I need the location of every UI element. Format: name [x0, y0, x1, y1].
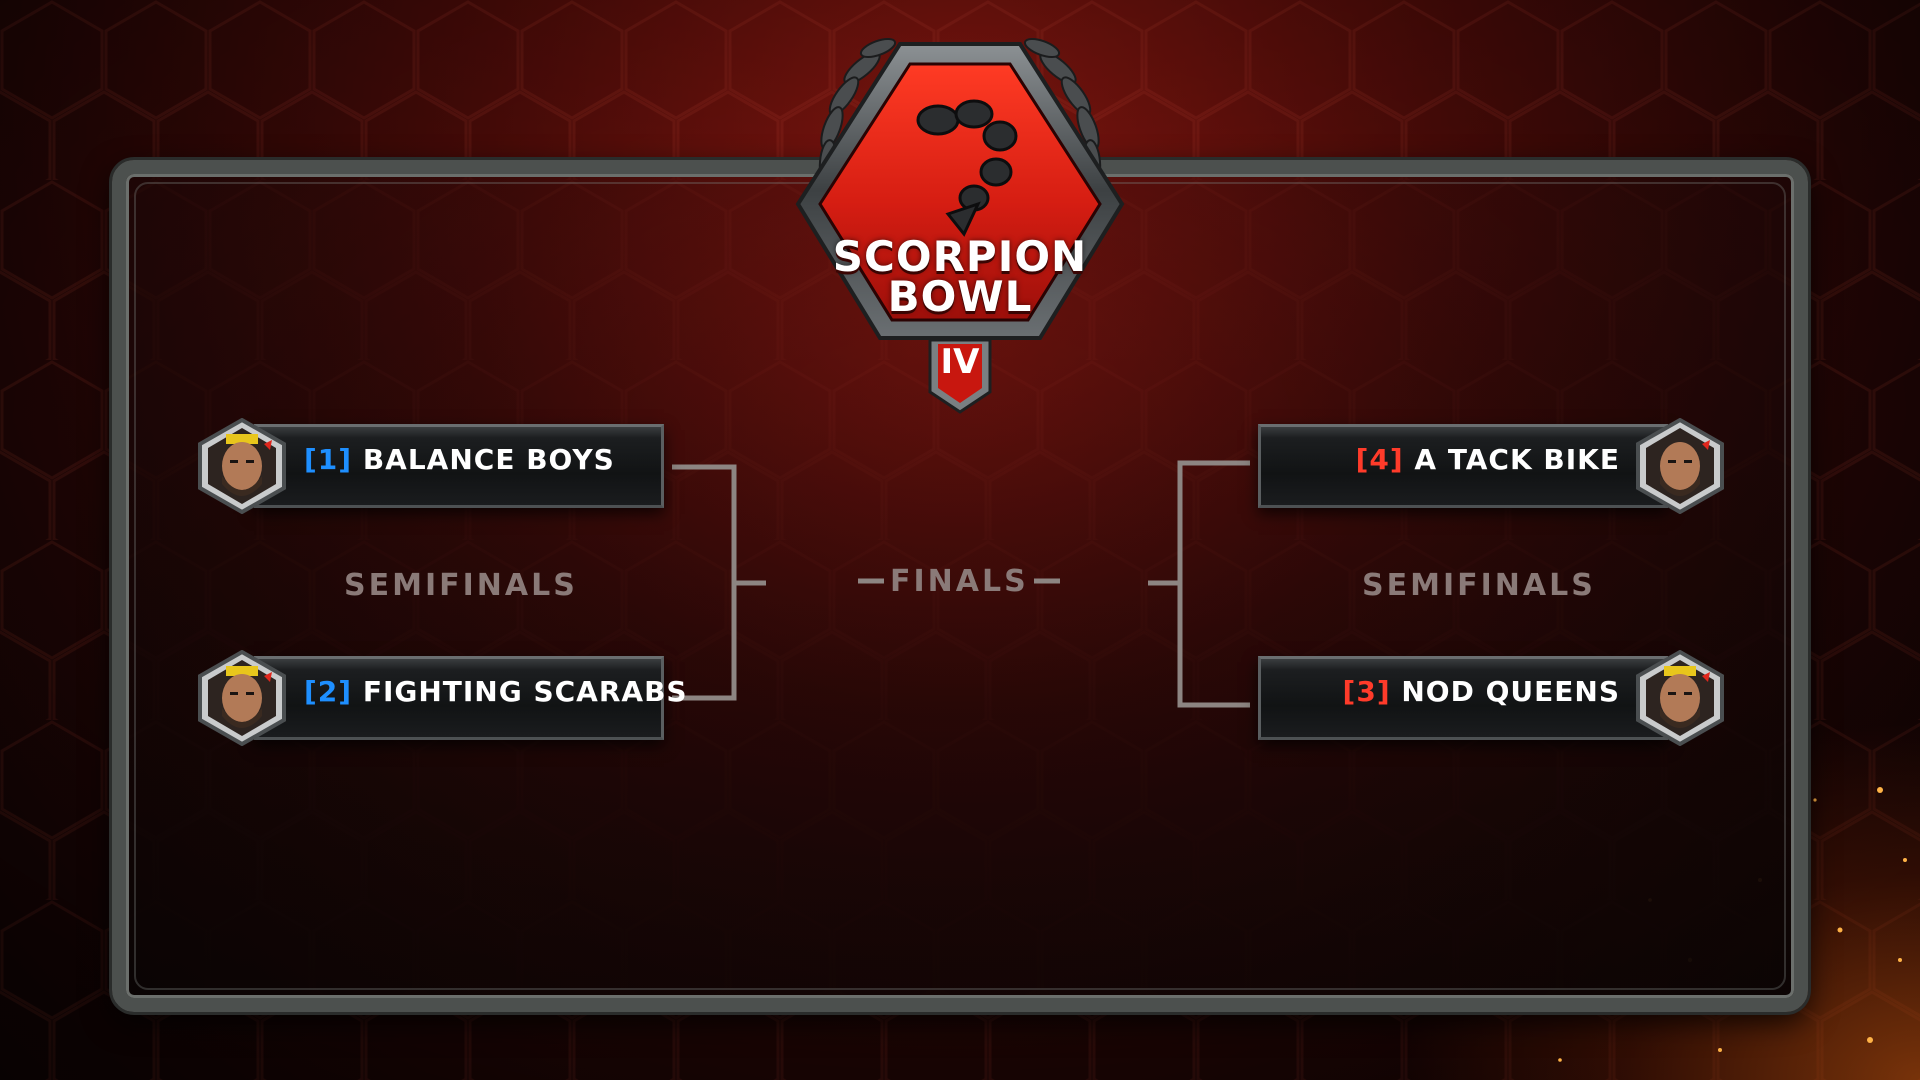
- team-bar: [1258, 424, 1668, 508]
- team-bar: [254, 424, 664, 508]
- tournament-title-line2: BOWL: [887, 272, 1033, 321]
- team-seed: [2]: [304, 675, 353, 708]
- commando-portrait-icon: [1636, 418, 1724, 514]
- team-seed: [1]: [304, 443, 353, 476]
- team-seed: [3]: [1342, 675, 1391, 708]
- team-label: A TACK BIKE: [1414, 443, 1620, 476]
- bracket-frame: [112, 160, 1808, 1012]
- team-name-left-top: [1] BALANCE BOYS: [304, 418, 615, 502]
- commando-portrait-icon: [1636, 650, 1724, 746]
- round-label-left: SEMIFINALS: [344, 568, 578, 603]
- team-label: BALANCE BOYS: [362, 443, 615, 476]
- team-slot-right-bottom[interactable]: [3] NOD QUEENS: [1258, 650, 1728, 746]
- team-name-right-top: [4] A TACK BIKE: [1356, 418, 1620, 502]
- team-name-left-bottom: [2] FIGHTING SCARABS: [304, 650, 688, 734]
- team-bar: [1258, 656, 1668, 740]
- team-slot-right-top[interactable]: [4] A TACK BIKE: [1258, 418, 1728, 514]
- round-label-center: FINALS: [890, 564, 1029, 599]
- team-slot-left-bottom[interactable]: [2] FIGHTING SCARABS: [194, 650, 687, 746]
- team-bar: [254, 656, 664, 740]
- commando-portrait-icon: [198, 650, 286, 746]
- tournament-logo: [795, 37, 1125, 414]
- scorpion-emblem-icon: [916, 99, 1018, 237]
- edition-badge: IV: [940, 342, 980, 382]
- team-name-right-bottom: [3] NOD QUEENS: [1343, 650, 1620, 734]
- team-label: FIGHTING SCARABS: [362, 675, 688, 708]
- round-label-right: SEMIFINALS: [1362, 568, 1596, 603]
- team-seed: [4]: [1355, 443, 1404, 476]
- team-label: NOD QUEENS: [1401, 675, 1620, 708]
- tournament-title-line1: SCORPION: [832, 232, 1088, 281]
- team-slot-left-top[interactable]: [1] BALANCE BOYS: [194, 418, 664, 514]
- commando-portrait-icon: [198, 418, 286, 514]
